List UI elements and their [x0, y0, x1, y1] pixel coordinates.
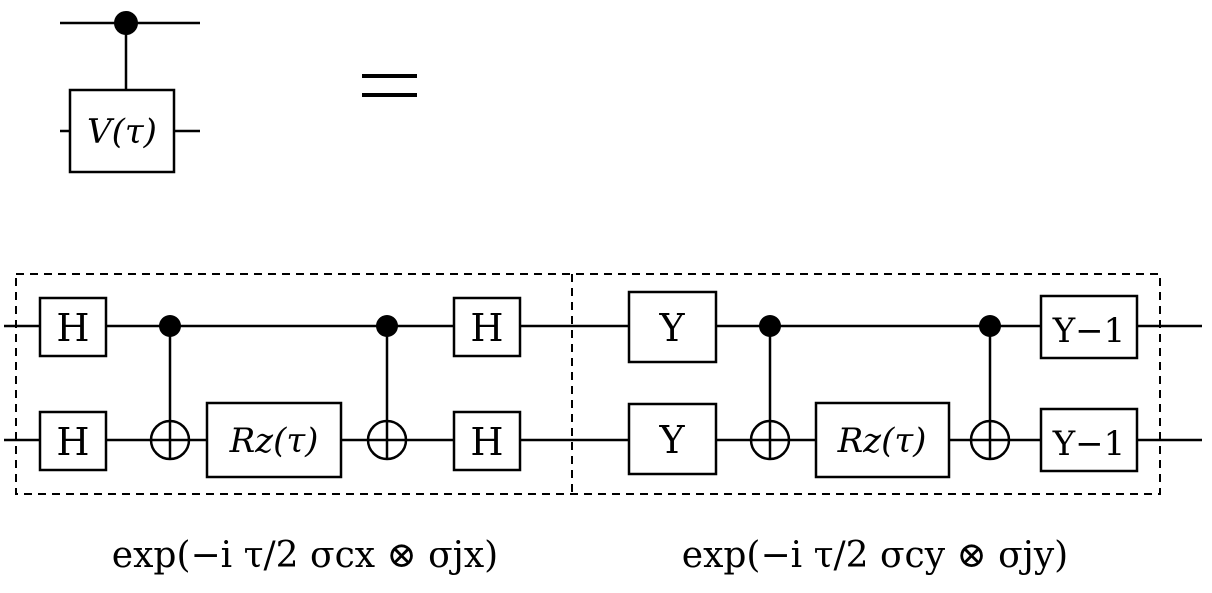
y-gate-j: [627, 402, 718, 476]
h-gate-c-2-label: H: [470, 306, 503, 350]
h-gate-j-2-label: H: [470, 420, 503, 464]
controlled-v-gate: V(τ): [60, 11, 200, 174]
y-gate-c-label: Y: [658, 306, 685, 350]
y-gate-j-label: Y: [658, 418, 685, 462]
block-y: Y Y Rz(τ) Y−1 Y−1: [627, 290, 1139, 479]
cnot-x1-control: [159, 315, 181, 337]
rz-gate-y-label: Rz(τ): [837, 421, 927, 461]
y-gate-c: [627, 290, 718, 364]
y-inv-gate-c: [1039, 294, 1139, 360]
h-gate-j-1: [38, 410, 108, 472]
v-gate-label: V(τ): [87, 112, 157, 152]
rz-gate-y: [814, 401, 951, 479]
h-gate-c-1: [38, 296, 108, 358]
formula-y: exp(−i τ/2 σcy ⊗ σjy): [682, 535, 1068, 576]
cnot-y2-control: [979, 315, 1001, 337]
h-gate-c-2: [452, 296, 522, 358]
h-gate-j-2: [452, 410, 522, 472]
formula-x: exp(−i τ/2 σcx ⊗ σjx): [112, 535, 498, 576]
rz-gate-x-label: Rz(τ): [229, 421, 319, 461]
y-inv-gate-j: [1039, 407, 1139, 473]
block-x: H H Rz(τ) H H: [38, 296, 522, 479]
equals-sign: [362, 74, 417, 97]
dashed-outer-frame: [15, 273, 1161, 495]
v-gate-box: [68, 88, 176, 174]
top-control-dot: [114, 11, 138, 35]
cnot-x2-control: [376, 315, 398, 337]
y-inv-gate-j-label: Y−1: [1052, 424, 1126, 464]
h-gate-c-1-label: H: [56, 306, 89, 350]
cnot-y1-control: [759, 315, 781, 337]
rz-gate-x: [205, 401, 343, 479]
y-inv-gate-c-label: Y−1: [1052, 311, 1126, 351]
h-gate-j-1-label: H: [56, 420, 89, 464]
